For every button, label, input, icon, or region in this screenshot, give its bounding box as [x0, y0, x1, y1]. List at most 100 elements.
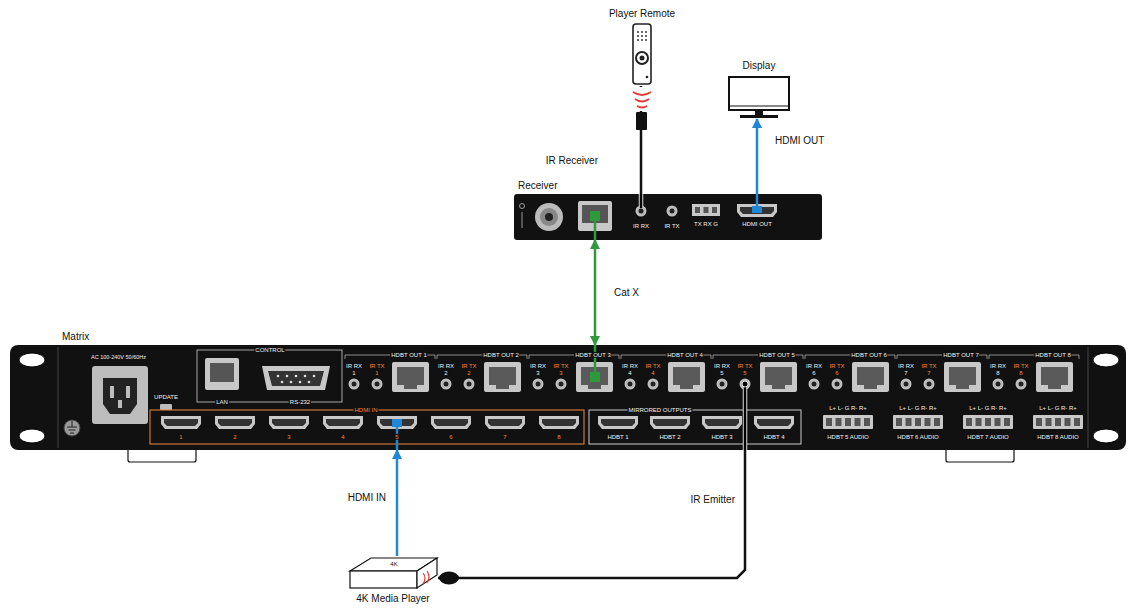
- hdmi-inputs: [269, 416, 309, 429]
- panel-label: 3: [558, 370, 563, 376]
- cable-plug: [752, 206, 762, 213]
- control-panel: [313, 375, 316, 378]
- hdbt-outputs: [897, 355, 987, 392]
- hdbt-outputs: [345, 355, 435, 392]
- receiver-chassis: [540, 208, 558, 226]
- panel-label: L+ L- G R- R+: [968, 405, 1008, 411]
- panel-label: IR TX: [663, 223, 680, 229]
- panel-label: 4: [650, 370, 655, 376]
- hdbt-outputs: [437, 355, 527, 392]
- panel-label: AC 100-240V 50/60Hz: [90, 355, 147, 361]
- hdbt-outputs: [345, 355, 1079, 392]
- power-socket: [92, 366, 148, 424]
- panel-label: 2: [232, 434, 237, 440]
- cable-plug: [590, 194, 762, 240]
- remote-icon: [633, 24, 651, 84]
- panel-label: 5: [394, 434, 399, 440]
- panel-label: 1: [374, 370, 379, 376]
- mirrored-outputs: [702, 416, 742, 429]
- control-panel: [281, 381, 284, 384]
- remote-icon: [637, 39, 639, 41]
- cable-plug: [590, 211, 600, 221]
- control-panel: [210, 363, 234, 382]
- audio-terminals: [1033, 415, 1083, 429]
- control-panel: [268, 371, 324, 386]
- panel-label: HDBT OUT 4: [666, 352, 703, 358]
- ir-emitter-bulb: [439, 572, 459, 585]
- cable-plug: [590, 372, 600, 382]
- control-panel: [262, 366, 330, 390]
- receiver-chassis: [582, 205, 608, 223]
- audio-terminals: [893, 415, 943, 429]
- display-icon: [740, 115, 778, 118]
- ir-waves: [633, 92, 651, 108]
- panel-label: HDBT 3: [710, 434, 733, 440]
- power-socket: [126, 386, 130, 398]
- panel-label: 8: [995, 370, 1000, 376]
- panel-label: HDBT OUT 3: [574, 352, 611, 358]
- panel-label: 1: [351, 370, 356, 376]
- hdbt-outputs: [989, 355, 1079, 392]
- panel-label: 7: [502, 434, 507, 440]
- panel-label: IR RX: [897, 363, 915, 369]
- cable-line: [594, 240, 597, 345]
- cable-line: [438, 450, 745, 578]
- device-title: Matrix: [62, 331, 89, 342]
- receiver-chassis: [712, 207, 717, 213]
- ground-terminal: [72, 421, 73, 427]
- control-panel: [197, 350, 342, 402]
- hdmi-inputs: [431, 416, 471, 429]
- remote-icon: [645, 31, 647, 33]
- ir-receiver-eye: [636, 112, 647, 130]
- audio-terminals: [823, 415, 873, 429]
- matrix-chassis: [1093, 353, 1119, 367]
- panel-label: 7: [903, 370, 908, 376]
- panel-label: 2: [466, 370, 471, 376]
- hdbt-outputs: [529, 355, 619, 392]
- cable-plug: [392, 419, 402, 427]
- display-icon: Display: [726, 74, 792, 119]
- panel-label: L+ L- G R- R+: [1038, 405, 1078, 411]
- panel-label: 3: [286, 434, 291, 440]
- panel-label: TX RX G: [693, 221, 719, 227]
- power-socket: [110, 386, 114, 398]
- receiver-chassis: [514, 194, 822, 240]
- panel-label: IR TX: [736, 363, 753, 369]
- ground-terminal: [64, 420, 80, 436]
- remote-icon: [641, 35, 643, 37]
- hdmi-inputs: [150, 410, 584, 444]
- control-panel: [197, 350, 342, 402]
- audio-terminals: [823, 415, 1083, 429]
- remote-icon: [645, 35, 647, 37]
- cable-plug: [742, 381, 748, 387]
- device-title: Display: [743, 60, 776, 71]
- cable-plug: [744, 386, 747, 450]
- matrix-chassis: [128, 448, 196, 462]
- panel-label: 6: [811, 370, 816, 376]
- mirrored-outputs: [754, 416, 794, 429]
- display-icon: [729, 77, 789, 118]
- matrix-chassis: [58, 347, 59, 448]
- matrix-chassis: [946, 448, 1014, 462]
- panel-label: HDBT OUT 7: [942, 352, 979, 358]
- cable-plug: [594, 218, 597, 240]
- panel-label: HDBT OUT 5: [758, 352, 795, 358]
- receiver-chassis: [639, 209, 644, 214]
- panel-label: HDMI OUT: [741, 221, 773, 227]
- panel-label: 8: [1018, 370, 1023, 376]
- panel-label: HDBT 4: [762, 434, 785, 440]
- usb-port: [160, 404, 172, 410]
- remote-icon: Player Remote: [628, 22, 656, 86]
- remote-icon: [641, 39, 643, 41]
- panel-label: IR TX: [460, 363, 477, 369]
- matrix-chassis: [10, 345, 1126, 450]
- receiver-chassis: [520, 204, 525, 209]
- power-socket: [103, 378, 137, 414]
- panel-label: IR RX: [529, 363, 547, 369]
- cable-label: IR Receiver: [544, 155, 600, 166]
- control-panel: [290, 381, 293, 384]
- cable-line: [396, 450, 399, 556]
- panel-label: IR RX: [632, 223, 650, 229]
